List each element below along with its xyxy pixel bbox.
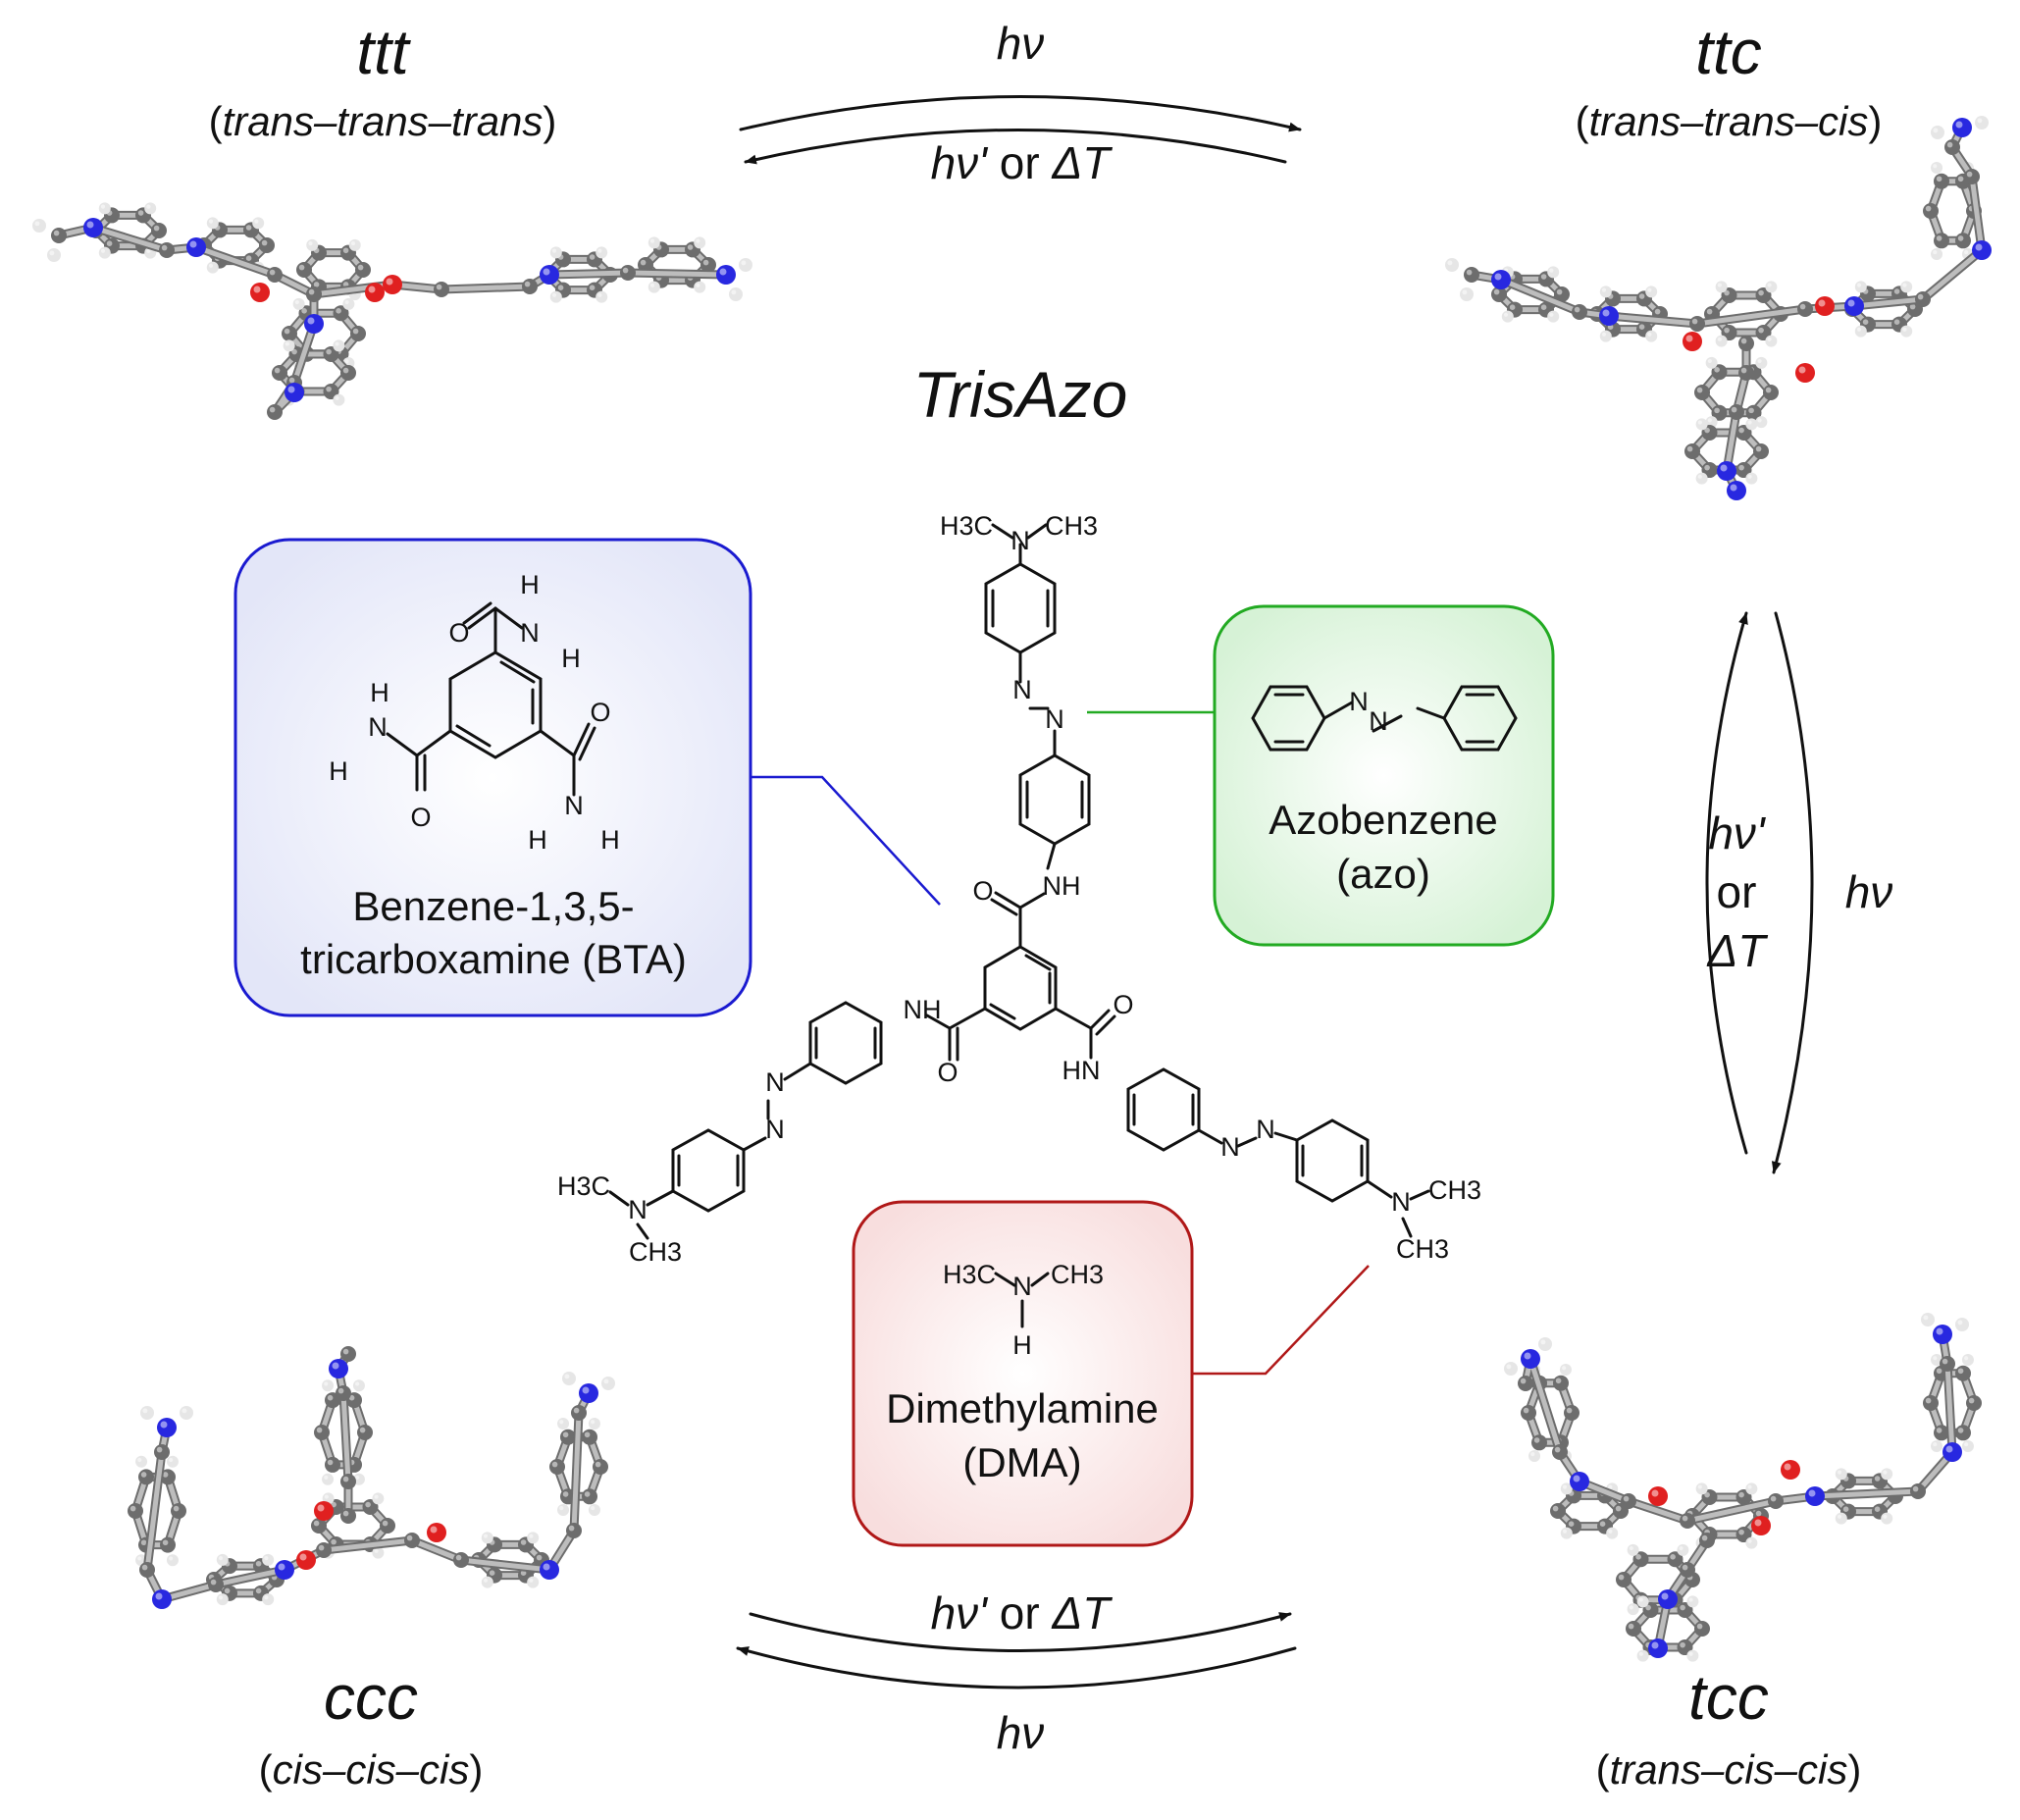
bta-connector-line: [751, 775, 941, 906]
dma-label-line1: Dimethylamine: [886, 1385, 1159, 1431]
svg-text:N: N: [520, 618, 540, 648]
svg-text:O: O: [1113, 990, 1133, 1019]
svg-text:N: N: [628, 1195, 647, 1224]
state-tcc-label: tcc: [1688, 1662, 1769, 1733]
svg-text:N: N: [1220, 1132, 1240, 1162]
svg-text:CH3: CH3: [1396, 1234, 1449, 1264]
svg-text:(trans–trans–cis): (trans–trans–cis): [1576, 98, 1883, 144]
svg-text:N: N: [1256, 1115, 1275, 1144]
svg-text:CH3: CH3: [629, 1237, 682, 1267]
bottom-forward-label: hν: [997, 1707, 1045, 1758]
svg-text:CH3: CH3: [1051, 1260, 1104, 1289]
molecule-3d-ttc: [1445, 116, 1992, 500]
svg-text:H: H: [528, 825, 547, 855]
right-reverse-arrow: [1705, 611, 1748, 1155]
azobenzene-structure: N N: [1251, 685, 1518, 752]
dma-label-line2: (DMA): [962, 1439, 1081, 1485]
svg-text:O: O: [937, 1058, 958, 1087]
right-forward-arrow: [1771, 611, 1814, 1174]
top-reverse-arrow: [744, 129, 1287, 165]
bta-structure: O N H H O N H H O N H H: [329, 570, 620, 855]
trisazo-structure: O NH N N N H3C CH3 O NH N N: [557, 511, 1481, 1267]
state-ttt-full: trans–trans–trans: [223, 98, 544, 144]
right-forward-label: hν: [1845, 866, 1893, 917]
bta-box: O N H H O N H H O N H H Benzene-1,3,5- t…: [233, 538, 941, 1017]
state-tcc: tcc (trans–cis–cis): [1596, 1662, 1862, 1793]
state-ttc: ttc (trans–trans–cis): [1576, 17, 1883, 144]
svg-text:(cis–cis–cis): (cis–cis–cis): [259, 1746, 484, 1793]
svg-text:N: N: [1045, 704, 1064, 734]
bottom-equilibrium-arrows: hν' or ΔT hν: [736, 1587, 1297, 1758]
state-ccc-label: ccc: [324, 1662, 418, 1733]
svg-text:N: N: [1349, 687, 1369, 716]
svg-text:H: H: [1012, 1330, 1032, 1360]
svg-text:H: H: [329, 756, 348, 786]
svg-text:(trans–cis–cis): (trans–cis–cis): [1596, 1746, 1862, 1793]
bta-label-line1: Benzene-1,3,5-: [352, 883, 634, 929]
svg-text:N: N: [368, 712, 388, 742]
svg-text:H: H: [600, 825, 620, 855]
svg-text:O: O: [410, 803, 431, 832]
dma-box: H3C N CH3 H Dimethylamine (DMA): [852, 1200, 1370, 1547]
svg-text:NH: NH: [904, 995, 942, 1024]
svg-text:NH: NH: [1043, 871, 1081, 901]
state-ttt-label: ttt: [356, 17, 411, 87]
svg-text:H3C: H3C: [943, 1260, 996, 1289]
svg-text:CH3: CH3: [1045, 511, 1098, 541]
state-ttc-full: trans–trans–cis: [1589, 98, 1869, 144]
dma-connector-line: [1192, 1265, 1370, 1376]
dma-structure: H3C N CH3 H: [943, 1260, 1104, 1360]
svg-text:O: O: [972, 876, 993, 906]
svg-text:N: N: [765, 1115, 785, 1144]
top-forward-arrow: [739, 95, 1302, 132]
svg-text:N: N: [765, 1067, 785, 1097]
top-equilibrium-arrows: hν hν' or ΔT: [739, 18, 1302, 188]
right-reverse-thermal: ΔT: [1707, 925, 1769, 976]
svg-text:H3C: H3C: [940, 511, 993, 541]
right-equilibrium-arrows: hν' or ΔT hν: [1705, 611, 1893, 1174]
state-ttt: ttt (trans–trans–trans): [209, 17, 557, 144]
svg-text:(trans–trans–trans): (trans–trans–trans): [209, 98, 557, 144]
svg-text:H: H: [520, 570, 540, 599]
azo-box: N N Azobenzene (azo): [1087, 604, 1555, 947]
right-reverse-prefix: hν': [1708, 807, 1767, 858]
svg-text:H: H: [370, 678, 389, 707]
state-tcc-full: trans–cis–cis: [1610, 1746, 1848, 1793]
molecule-3d-ttt: [32, 202, 752, 420]
top-reverse-label: hν' or ΔT: [931, 137, 1114, 188]
state-ttc-label: ttc: [1695, 17, 1762, 87]
svg-text:N: N: [1010, 526, 1030, 555]
azo-label-line1: Azobenzene: [1269, 797, 1498, 843]
molecule-3d-tcc: [1504, 1313, 1982, 1662]
molecule-3d-ccc: [128, 1346, 615, 1609]
svg-text:O: O: [590, 698, 610, 727]
azo-label-line2: (azo): [1336, 851, 1430, 897]
bta-label-line2: tricarboxamine (BTA): [300, 936, 687, 982]
bottom-forward-arrow: [736, 1646, 1297, 1690]
molecule-title: TrisAzo: [913, 358, 1128, 431]
svg-text:N: N: [1369, 706, 1388, 736]
bottom-reverse-label: hν' or ΔT: [931, 1587, 1114, 1638]
svg-text:H3C: H3C: [557, 1171, 610, 1201]
svg-text:H: H: [561, 644, 581, 673]
bottom-reverse-arrow: [749, 1612, 1292, 1652]
svg-text:N: N: [1012, 675, 1032, 704]
state-ccc: ccc (cis–cis–cis): [259, 1662, 484, 1793]
state-ccc-full: cis–cis–cis: [273, 1746, 470, 1793]
svg-text:CH3: CH3: [1428, 1175, 1481, 1205]
svg-text:N: N: [564, 791, 584, 820]
svg-text:N: N: [1012, 1272, 1032, 1301]
right-reverse-or: or: [1717, 866, 1757, 917]
svg-text:O: O: [448, 618, 469, 648]
svg-text:HN: HN: [1062, 1056, 1101, 1085]
top-forward-label: hν: [997, 18, 1045, 69]
svg-text:N: N: [1391, 1187, 1411, 1217]
